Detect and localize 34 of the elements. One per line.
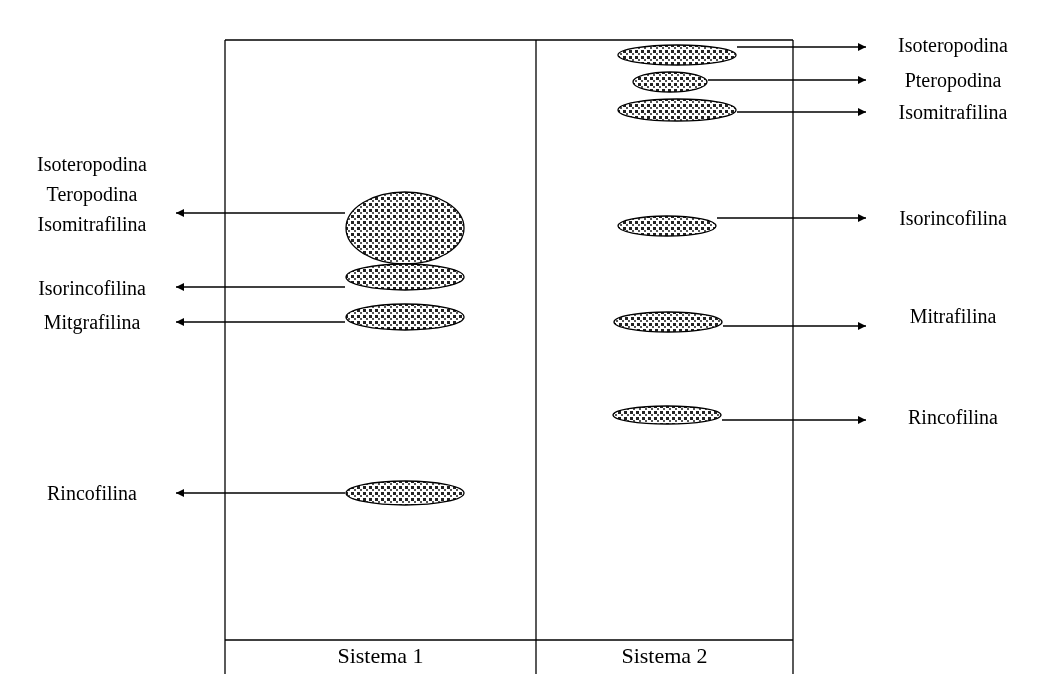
chromatography-spot <box>617 98 737 122</box>
compound-label: Isomitrafilina <box>898 100 1008 125</box>
compound-label: Teropodina <box>46 182 138 208</box>
arrow <box>175 209 346 217</box>
chromatography-spot <box>345 263 465 291</box>
compound-label: Pteropodina <box>904 68 1002 94</box>
arrow <box>175 283 346 291</box>
arrow <box>175 489 346 497</box>
chromatography-spot <box>632 71 708 93</box>
compound-label: Mitrafilina <box>909 304 997 329</box>
system-label: Sistema 2 <box>620 642 709 670</box>
compound-label: Isorincofilina <box>899 206 1007 231</box>
chromatography-spot <box>345 303 465 331</box>
arrow <box>175 318 346 326</box>
arrow <box>736 108 867 116</box>
compound-label: Rincofilina <box>908 405 998 430</box>
compound-label: Rincofilina <box>47 481 137 506</box>
arrow <box>707 76 867 84</box>
compound-label: Isomitrafilina <box>37 212 147 237</box>
arrow <box>716 214 867 222</box>
arrow <box>722 322 867 330</box>
system-label: Sistema 1 <box>336 642 425 670</box>
chromatography-spot <box>612 405 722 425</box>
chromatography-spot <box>345 191 465 265</box>
arrow <box>736 43 867 51</box>
compound-label: Isoteropodina <box>37 152 147 178</box>
chromatography-spot <box>617 215 717 237</box>
compound-label: Mitgrafilina <box>43 310 141 336</box>
arrow <box>721 416 867 424</box>
chromatography-spot <box>345 480 465 506</box>
compound-label: Isorincofilina <box>38 276 146 301</box>
chromatography-spot <box>617 44 737 66</box>
chromatography-spot <box>613 311 723 333</box>
compound-label: Isoteropodina <box>898 33 1008 59</box>
